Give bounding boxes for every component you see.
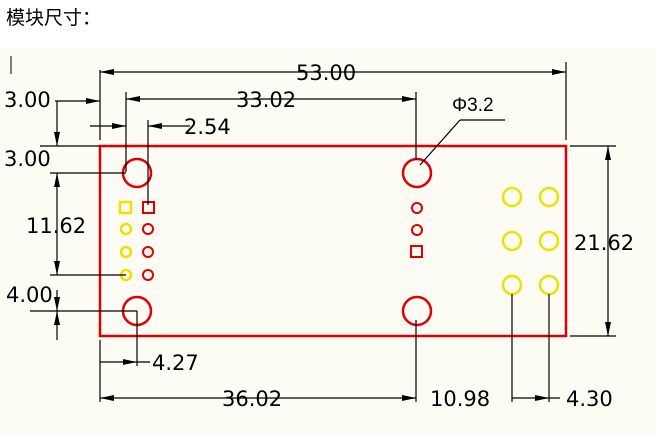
page-caption: 模块尺寸： — [6, 7, 102, 29]
label-top-offset: 3.00 — [4, 147, 51, 171]
label-right-distance: 10.98 — [430, 387, 490, 411]
label-left-offset: 3.00 — [4, 88, 51, 112]
label-overall-width: 53.00 — [296, 61, 356, 85]
mounting-hole-top-left — [121, 157, 153, 189]
pin-pad-red — [142, 223, 154, 235]
board-outline — [98, 144, 568, 338]
pin-pad-red — [410, 245, 423, 258]
pin-pad-yellow — [119, 222, 133, 236]
label-hole-diameter: Φ3.2 — [452, 95, 494, 116]
label-bottom-offset: 4.00 — [6, 283, 53, 307]
label-height: 21.62 — [574, 231, 634, 255]
label-pin-x-distance: 36.02 — [222, 387, 282, 411]
label-pin-span: 11.62 — [26, 214, 86, 238]
label-hole-x-offset: 4.27 — [152, 351, 199, 375]
pad-yellow — [501, 230, 523, 252]
pin-pad-yellow — [119, 245, 133, 259]
mounting-hole-bottom-right — [401, 295, 433, 327]
pad-yellow — [501, 186, 523, 208]
pad-yellow — [538, 230, 560, 252]
pin-pad-red — [411, 224, 423, 236]
label-pin-pitch: 2.54 — [184, 115, 231, 139]
pin-pad-yellow — [118, 200, 133, 215]
pad-yellow — [501, 274, 523, 296]
pad-yellow — [538, 186, 560, 208]
mounting-hole-top-right — [401, 157, 433, 189]
pin-pad-red — [411, 202, 423, 214]
label-pad-spacing: 4.30 — [566, 387, 613, 411]
pin-pad-red — [142, 246, 154, 258]
label-hole-spacing: 33.02 — [236, 88, 296, 112]
pad-yellow — [538, 274, 560, 296]
pin-pad-red — [142, 269, 154, 281]
drawing-area — [0, 48, 656, 435]
